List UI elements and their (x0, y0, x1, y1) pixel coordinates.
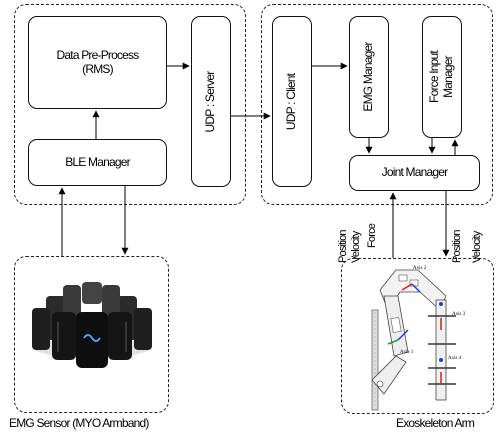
host-group (14, 4, 246, 205)
preprocess-block: Data Pre-Process (RMS) (28, 16, 167, 109)
ble-manager-label: BLE Manager (65, 154, 130, 169)
exo-controller-group (261, 4, 493, 205)
preprocess-label-line2: (RMS) (82, 61, 113, 76)
axis-1-label: Axis 1 (400, 350, 414, 355)
joint-manager-block: Joint Manager (349, 155, 480, 191)
exoskeleton-group (341, 258, 494, 414)
sensor-group (14, 256, 169, 413)
axis-2-label: Axis 2 (413, 266, 427, 271)
emg-manager-block: EMG Manager (349, 16, 389, 138)
joint-manager-label: Joint Manager (381, 165, 448, 180)
ble-manager-block: BLE Manager (28, 139, 167, 186)
force-input-manager-block: Force Input Manager (422, 16, 462, 138)
sensor-caption: EMG Sensor (MYO Armband) (9, 416, 149, 430)
udp-server-block: UDP : Server (191, 16, 231, 187)
axis-4-label: Axis 4 (448, 356, 462, 361)
exoskeleton-caption: Exoskeleton Arm (396, 416, 475, 430)
udp-client-block: UDP : Client (272, 16, 312, 187)
axis-3-label: Axis 3 (452, 312, 466, 317)
preprocess-label-line1: Data Pre-Process (56, 47, 140, 62)
